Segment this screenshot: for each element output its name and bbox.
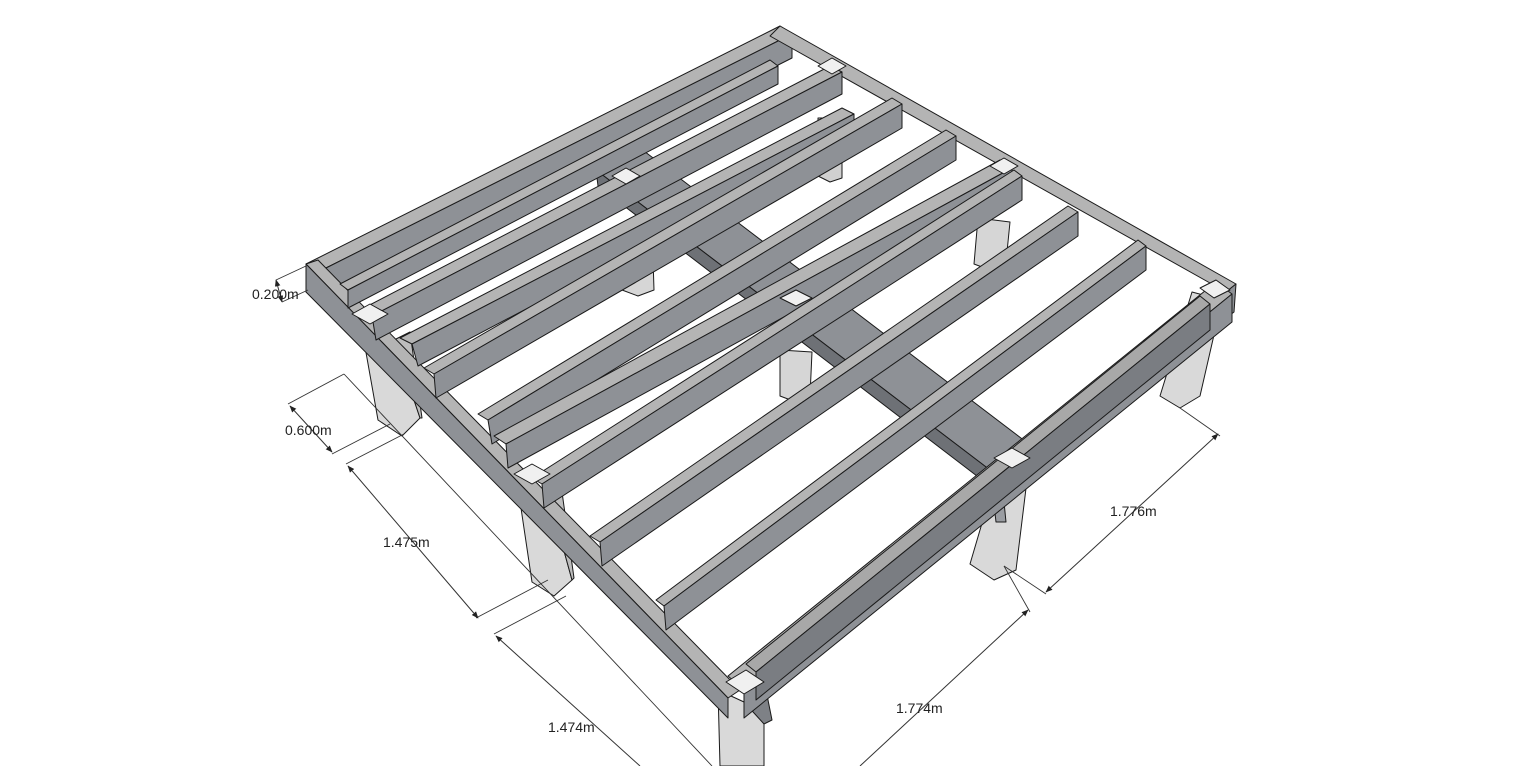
dimension-line-span-b bbox=[495, 635, 641, 766]
perimeter-frame bbox=[305, 25, 1237, 719]
dimension-label-span-d: 1.776m bbox=[1110, 503, 1157, 519]
dimension-line-span-c bbox=[859, 609, 1029, 766]
dimension-label-span-b: 1.474m bbox=[548, 719, 595, 735]
dimension-line-span-a bbox=[347, 465, 479, 619]
dimension-label-beam-depth: 0.200m bbox=[252, 286, 299, 302]
dimension-annotations: 0.200m 0.600m 1.475m 1.474m 1.774m 1.776… bbox=[252, 265, 1221, 766]
left-rim-face bbox=[305, 263, 729, 719]
dimension-label-span-c: 1.774m bbox=[896, 700, 943, 716]
dimension-line-span-d bbox=[1045, 433, 1219, 593]
dimension-label-overhang: 0.600m bbox=[285, 422, 332, 438]
dimension-line-beam-depth bbox=[274, 279, 284, 303]
dimension-label-span-a: 1.475m bbox=[383, 534, 430, 550]
post-tops bbox=[351, 57, 1231, 695]
dimension-line-overhang bbox=[289, 405, 333, 453]
floor-joists bbox=[339, 59, 1147, 631]
reference-line-left bbox=[343, 373, 713, 766]
